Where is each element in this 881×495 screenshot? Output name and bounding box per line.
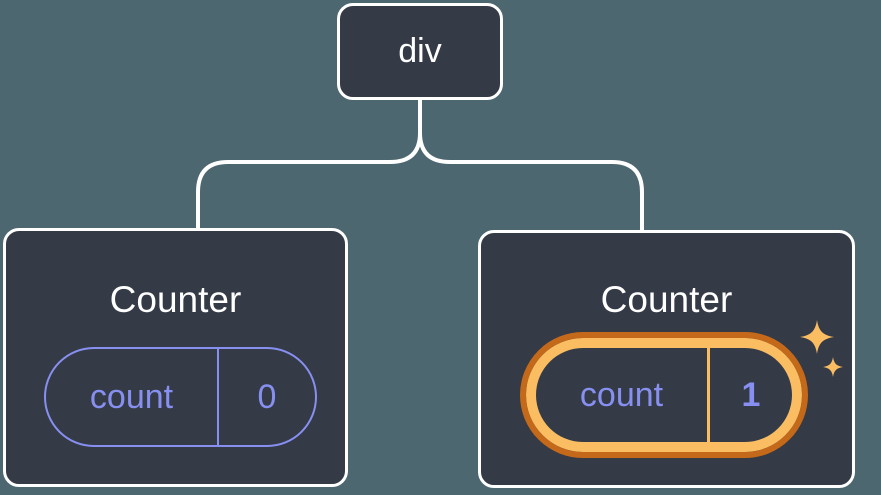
state-value: 1 bbox=[741, 375, 761, 414]
state-pill: count 0 bbox=[44, 347, 317, 447]
component-title: Counter bbox=[109, 279, 242, 320]
sparkle-small bbox=[823, 357, 843, 377]
sparkle-large bbox=[800, 320, 834, 354]
state-name: count bbox=[89, 377, 174, 416]
connector-right-branch bbox=[418, 100, 644, 231]
connector-left-branch bbox=[196, 100, 422, 229]
state-pill-inner: count 1 bbox=[536, 348, 792, 442]
state-value: 0 bbox=[257, 377, 277, 416]
pill-divider bbox=[707, 348, 710, 442]
root-node-div: div bbox=[337, 3, 503, 100]
counter-card-right: Counter count 1 bbox=[478, 230, 855, 488]
state-name: count bbox=[579, 375, 664, 414]
component-title: Counter bbox=[600, 279, 733, 320]
state-pill-highlighted: count 1 bbox=[520, 332, 808, 458]
root-node-label: div bbox=[398, 32, 442, 70]
pill-divider bbox=[217, 349, 219, 445]
sparkle-icon bbox=[800, 320, 843, 377]
counter-card-left: Counter count 0 bbox=[3, 228, 348, 487]
